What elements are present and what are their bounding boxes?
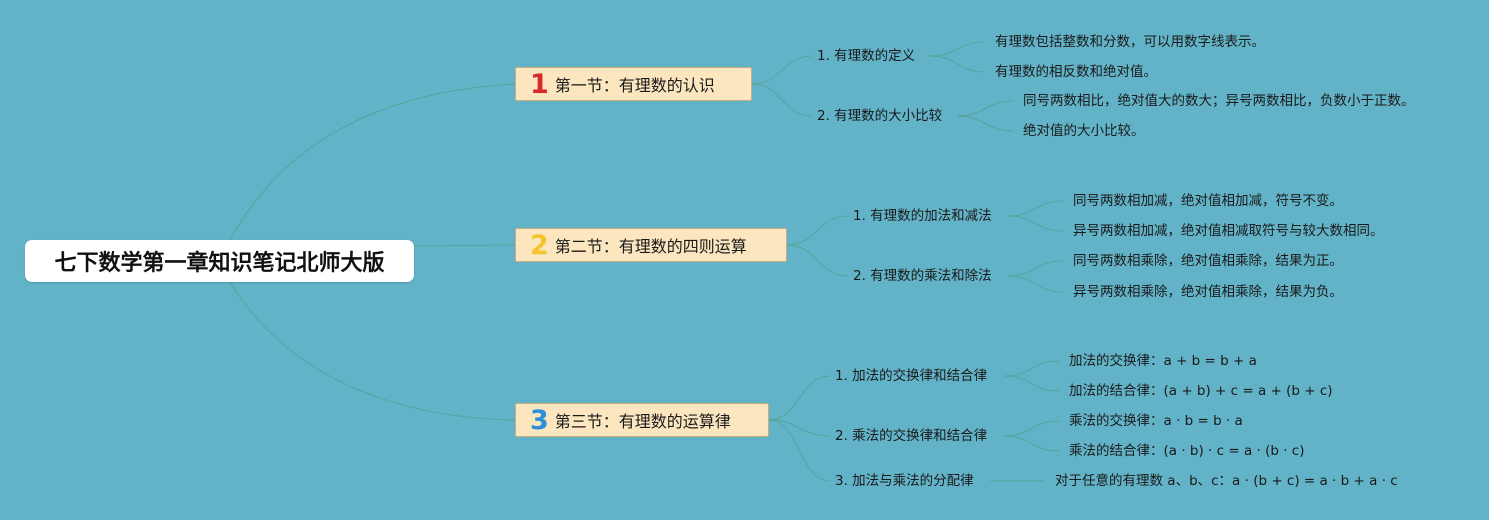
link-t12-l1 [957,100,1014,117]
topic-1-2[interactable]: 2. 有理数的大小比较 [817,108,943,124]
topic-3-1[interactable]: 1. 加法的交换律和结合律 [835,368,988,384]
topic-2-1[interactable]: 1. 有理数的加法和减法 [853,208,992,224]
section-node-3[interactable]: 3 第三节：有理数的运算律 [515,403,769,437]
root-title: 七下数学第一章知识笔记北师大版 [54,251,385,276]
leaf-2-2-1[interactable]: 同号两数相乘除，绝对值相乘除，结果为正。 [1073,253,1343,269]
link-t21-l2 [1007,215,1064,232]
section-number-1: 1 [530,68,549,100]
link-t11-l2 [929,55,986,73]
link-t32-l1 [1003,420,1060,437]
link-t32-l2 [1003,435,1060,452]
root-node[interactable]: 七下数学第一章知识笔记北师大版 [25,240,414,282]
section-node-1[interactable]: 1 第一节：有理数的认识 [515,67,752,101]
link-root-section-3 [229,281,516,421]
leaf-1-2-1[interactable]: 同号两数相比，绝对值大的数大；异号两数相比，负数小于正数。 [1023,93,1415,109]
link-s3-t1 [768,375,831,421]
leaf-2-2-2[interactable]: 异号两数相乘除，绝对值相乘除，结果为负。 [1073,284,1343,300]
leaf-3-3-1[interactable]: 对于任意的有理数 a、b、c：a · (b + c) = a · b + a ·… [1055,473,1398,489]
leaf-2-1-2[interactable]: 异号两数相加减，绝对值相减取符号与较大数相同。 [1073,223,1384,239]
leaf-3-2-2[interactable]: 乘法的结合律：(a · b) · c = a · (b · c) [1069,443,1305,459]
link-s1-t2 [751,83,813,117]
leaf-3-1-2[interactable]: 加法的结合律：(a + b) + c = a + (b + c) [1069,383,1333,399]
section-number-2: 2 [530,229,549,261]
leaf-1-2-2[interactable]: 绝对值的大小比较。 [1023,123,1145,139]
link-s3-t3 [768,419,831,482]
link-t21-l1 [1007,200,1064,217]
topic-3-2[interactable]: 2. 乘法的交换律和结合律 [835,428,988,444]
section-label-2: 第二节：有理数的四则运算 [554,237,747,256]
leaf-3-2-1[interactable]: 乘法的交换律：a · b = b · a [1069,413,1243,429]
section-label-1: 第一节：有理数的认识 [554,76,715,95]
link-s3-t2 [768,419,831,437]
link-t31-l1 [1003,360,1060,377]
leaf-2-1-1[interactable]: 同号两数相加减，绝对值相加减，符号不变。 [1073,193,1343,209]
topic-3-3[interactable]: 3. 加法与乘法的分配律 [835,473,974,489]
link-root-section-2 [413,244,516,247]
link-s1-t1 [751,55,813,85]
leaf-1-1-2[interactable]: 有理数的相反数和绝对值。 [995,64,1157,80]
topic-1-1[interactable]: 1. 有理数的定义 [817,48,916,64]
link-t22-l1 [1007,260,1064,277]
section-number-3: 3 [530,404,549,436]
leaf-3-1-1[interactable]: 加法的交换律：a + b = b + a [1069,353,1257,369]
link-t22-l2 [1007,275,1064,293]
link-s2-t2 [786,244,849,277]
leaf-1-1-1[interactable]: 有理数包括整数和分数，可以用数字线表示。 [995,34,1265,50]
link-t11-l1 [929,41,986,57]
link-t12-l2 [957,115,1014,132]
link-s2-t1 [786,215,849,246]
link-root-section-1 [229,83,516,241]
link-t31-l2 [1003,375,1060,392]
topic-2-2[interactable]: 2. 有理数的乘法和除法 [853,268,992,284]
section-label-3: 第三节：有理数的运算律 [554,412,731,431]
section-node-2[interactable]: 2 第二节：有理数的四则运算 [515,228,787,262]
